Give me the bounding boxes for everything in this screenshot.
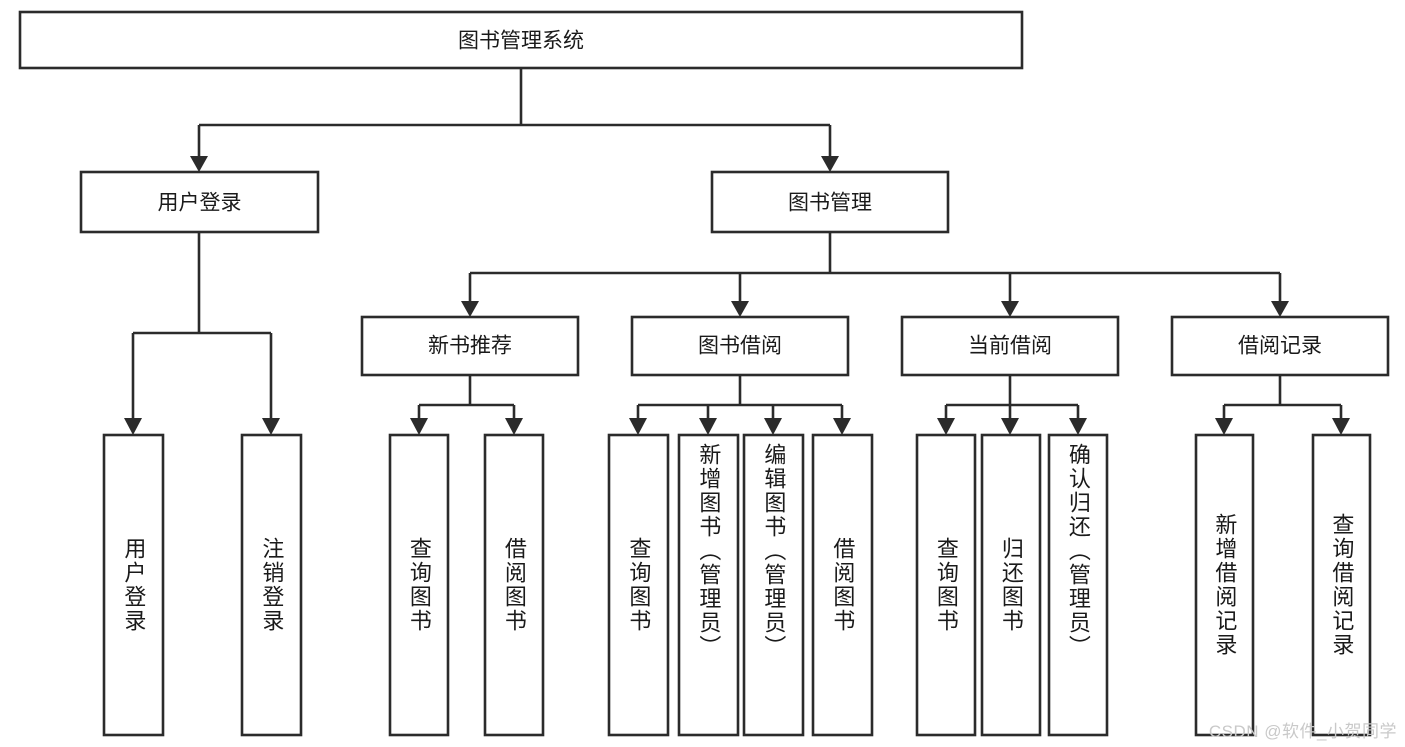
- arrow-head-book-management: [821, 156, 839, 172]
- arrow-head-borrow-record: [1271, 301, 1289, 317]
- arrow-head-current-borrow: [1001, 301, 1019, 317]
- node-book-management[interactable]: [710, 170, 950, 234]
- node-leaf-add-book[interactable]: [677, 433, 740, 737]
- node-leaf-confirm-return[interactable]: [1047, 433, 1109, 737]
- node-leaf-query-book-3[interactable]: [915, 433, 977, 737]
- node-borrow-record[interactable]: [1170, 315, 1390, 377]
- watermark-text: CSDN @软件_小贺同学: [1208, 722, 1397, 741]
- edges-layer: [124, 68, 1350, 435]
- arrow-head-new-book-recommend: [461, 301, 479, 317]
- node-leaf-borrow-book-1[interactable]: [483, 433, 545, 737]
- node-borrow-record-label: 借阅记录: [1238, 335, 1322, 358]
- node-new-book-recommend[interactable]: [360, 315, 580, 377]
- node-root-label: 图书管理系统: [458, 30, 584, 53]
- node-leaf-query-record[interactable]: [1311, 433, 1372, 737]
- arrow-head-leaf-query-book-1: [410, 418, 428, 435]
- arrow-head-leaf-return-book: [1001, 418, 1019, 435]
- arrow-head-leaf-edit-book: [764, 418, 782, 435]
- arrow-head-leaf-user-login: [124, 418, 142, 435]
- arrow-head-book-borrow: [731, 301, 749, 317]
- node-leaf-borrow-book-2[interactable]: [811, 433, 874, 737]
- node-book-borrow-label: 图书借阅: [698, 335, 782, 358]
- node-leaf-user-login[interactable]: [102, 433, 165, 737]
- arrow-head-leaf-borrow-book-1: [505, 418, 523, 435]
- arrow-head-leaf-query-record: [1332, 418, 1350, 435]
- nodes-layer: 图书管理系统 用户登录 图书管理 新书推荐 图书借阅 当前借阅 借阅记录: [18, 10, 1390, 737]
- node-leaf-user-logout[interactable]: [240, 433, 303, 737]
- node-user-login-label: 用户登录: [158, 192, 242, 215]
- arrow-head-user-login: [190, 156, 208, 172]
- node-leaf-edit-book[interactable]: [742, 433, 805, 737]
- arrow-head-leaf-query-book-2: [629, 418, 647, 435]
- node-current-borrow-label: 当前借阅: [968, 335, 1052, 358]
- arrow-head-leaf-add-record: [1215, 418, 1233, 435]
- node-user-login[interactable]: [79, 170, 320, 234]
- arrow-head-leaf-borrow-book-2: [833, 418, 851, 435]
- node-book-management-label: 图书管理: [788, 192, 872, 215]
- arrow-head-leaf-query-book-3: [937, 418, 955, 435]
- arrow-head-leaf-add-book: [699, 418, 717, 435]
- node-root[interactable]: [18, 10, 1024, 70]
- node-leaf-query-book-1[interactable]: [388, 433, 450, 737]
- node-leaf-query-book-2[interactable]: [607, 433, 670, 737]
- node-new-book-recommend-label: 新书推荐: [428, 335, 512, 358]
- arrow-head-leaf-confirm-return: [1069, 418, 1087, 435]
- node-current-borrow[interactable]: [900, 315, 1120, 377]
- node-leaf-return-book[interactable]: [980, 433, 1042, 737]
- node-book-borrow[interactable]: [630, 315, 850, 377]
- arrow-head-leaf-user-logout: [262, 418, 280, 435]
- node-leaf-add-record[interactable]: [1194, 433, 1255, 737]
